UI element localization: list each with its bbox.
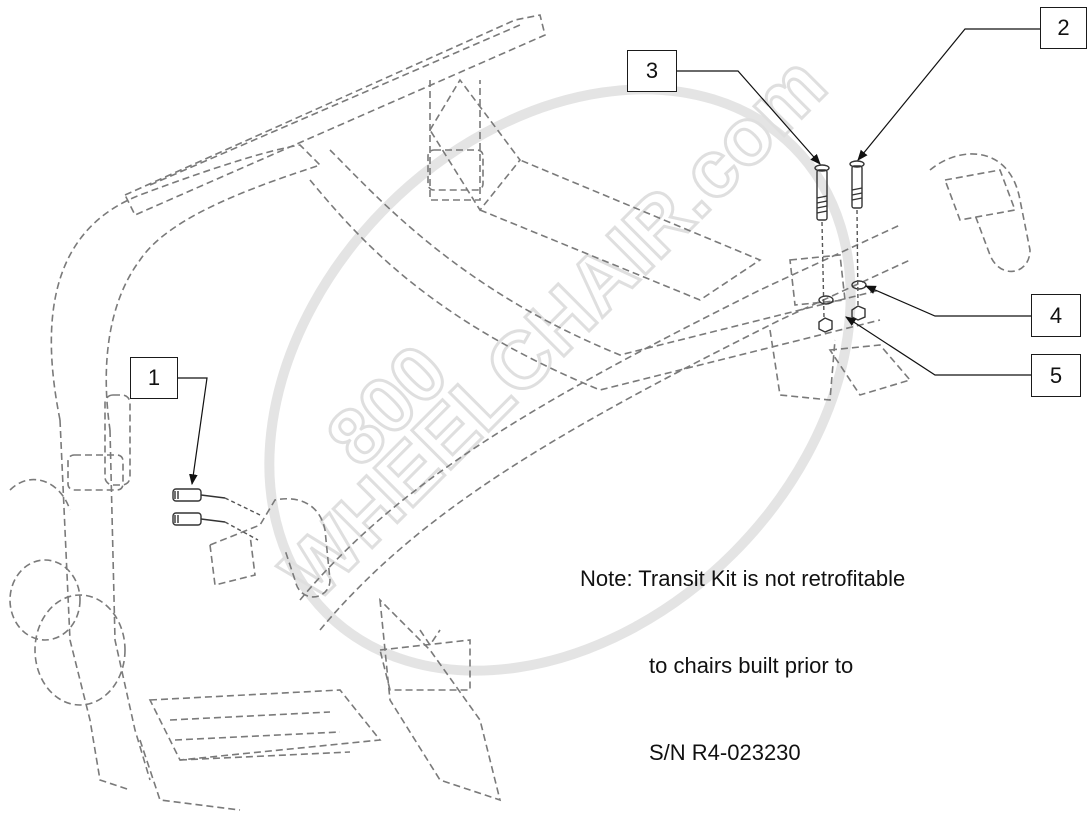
callout-1-label: 1 bbox=[147, 365, 161, 390]
callout-3-label: 3 bbox=[645, 58, 659, 83]
callout-5: 5 bbox=[1031, 354, 1081, 397]
upper-rail bbox=[123, 14, 546, 217]
callout-4: 4 bbox=[1031, 294, 1081, 337]
note-line-1: Note: Transit Kit is not retrofitable bbox=[580, 566, 906, 591]
callout-5-label: 5 bbox=[1049, 362, 1063, 388]
bolt-item-2 bbox=[849, 160, 865, 209]
transit-hook-left bbox=[209, 498, 331, 598]
callout-4-label: 4 bbox=[1049, 302, 1063, 328]
seat-rail-back bbox=[309, 179, 881, 391]
washer-pair-item-4 bbox=[818, 280, 867, 305]
callout-3: 3 bbox=[627, 50, 677, 92]
note-line-2: to chairs built prior to bbox=[649, 653, 854, 678]
cross-tube bbox=[429, 78, 522, 212]
callout-2: 2 bbox=[1040, 7, 1087, 49]
leader-4 bbox=[865, 285, 1031, 317]
lower-rail bbox=[299, 224, 901, 601]
transit-hook-right bbox=[929, 153, 1031, 273]
note-line-3: S/N R4-023230 bbox=[649, 740, 801, 765]
left-backpost bbox=[50, 144, 322, 431]
wheelchair-frame bbox=[9, 14, 1031, 811]
bolt-item-3 bbox=[814, 164, 830, 221]
leader-1 bbox=[178, 377, 208, 486]
leader-lines bbox=[178, 28, 1040, 486]
transit-kit-note: Note: Transit Kit is not retrofitable to… bbox=[580, 506, 905, 796]
callout-1: 1 bbox=[130, 357, 178, 399]
nut-pair-item-5 bbox=[818, 305, 866, 333]
leader-3 bbox=[677, 70, 821, 165]
leader-5 bbox=[845, 316, 1031, 376]
seat-rail-front bbox=[329, 149, 881, 356]
screw-pair-item-1 bbox=[172, 488, 226, 526]
hardware bbox=[172, 160, 867, 541]
callout-2-label: 2 bbox=[1057, 15, 1070, 40]
leader-2 bbox=[857, 28, 1040, 161]
legrest bbox=[378, 597, 502, 802]
